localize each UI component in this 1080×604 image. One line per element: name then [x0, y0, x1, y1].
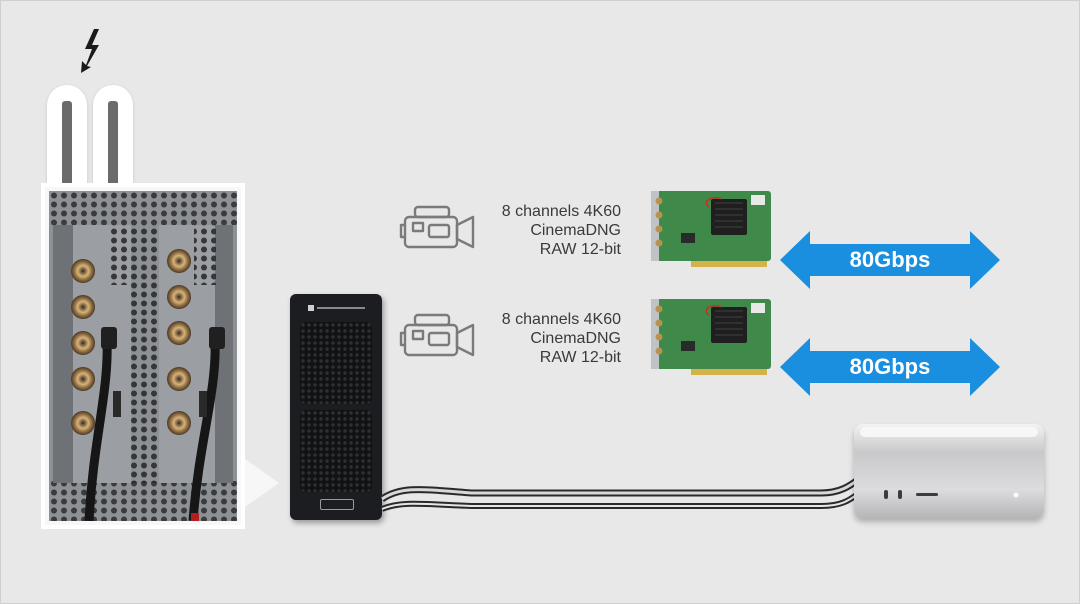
spec-line-format: CinemaDNG — [530, 330, 621, 347]
enclosure-badge — [320, 499, 354, 510]
bandwidth-label: 80Gbps — [849, 247, 931, 272]
spec-block-2: 8 channels 4K60 CinemaDNG RAW 12-bit — [451, 310, 621, 367]
spec-line-channels: 8 channels 4K60 — [501, 311, 621, 328]
rear-panel-photo — [41, 183, 245, 529]
thunderbolt-pcie-enclosure — [290, 294, 382, 520]
bandwidth-arrow-1: 80Gbps — [780, 231, 1000, 289]
spec-line-bitdepth: RAW 12-bit — [539, 241, 621, 258]
enclosure-vent-bottom — [300, 410, 372, 492]
bandwidth-label: 80Gbps — [849, 354, 931, 379]
spec-line-bitdepth: RAW 12-bit — [539, 349, 621, 366]
usb-c-port — [898, 490, 902, 499]
usb-c-port — [884, 490, 888, 499]
power-led — [1014, 493, 1018, 497]
bandwidth-arrow-2: 80Gbps — [780, 338, 1000, 396]
thunderbolt-icon — [81, 29, 99, 73]
spec-line-channels: 8 channels 4K60 — [501, 203, 621, 220]
mac-studio-computer — [854, 424, 1044, 518]
spec-line-format: CinemaDNG — [530, 222, 621, 239]
spec-block-1: 8 channels 4K60 CinemaDNG RAW 12-bit — [451, 202, 621, 259]
capture-card-1 — [651, 191, 771, 267]
enclosure-brand-mark — [308, 304, 366, 312]
video-camera-icon — [399, 205, 475, 249]
sd-card-slot — [916, 493, 938, 496]
video-camera-icon — [399, 313, 475, 357]
capture-card-2 — [651, 299, 771, 375]
enclosure-vent-top — [300, 322, 372, 404]
callout-pointer — [245, 459, 279, 507]
rear-panel-illustration — [49, 191, 237, 521]
